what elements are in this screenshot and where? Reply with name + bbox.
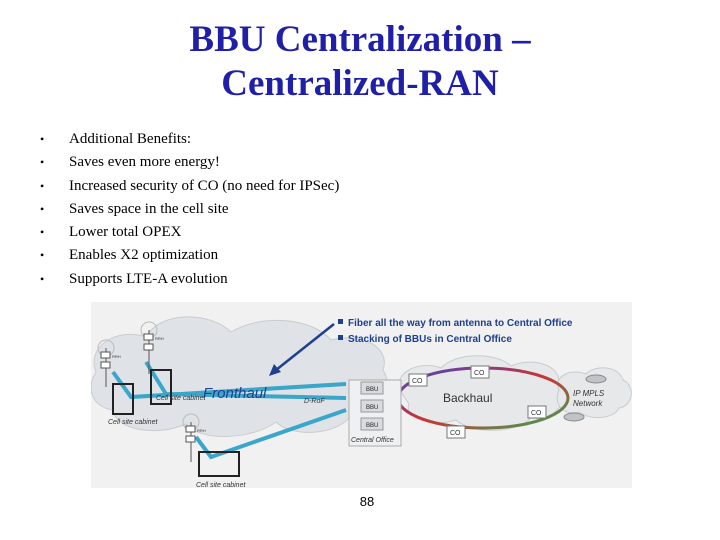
co-label: CO bbox=[412, 378, 423, 385]
central-office-label: Central Office bbox=[351, 437, 394, 444]
cell-site-cabinet-box bbox=[150, 369, 172, 405]
backhaul-label: Backhaul bbox=[443, 391, 492, 405]
bullet-dot-icon: • bbox=[40, 201, 45, 216]
fiber-lines bbox=[111, 360, 347, 460]
bullet-dot-icon: • bbox=[40, 248, 45, 263]
callout-text-1: Fiber all the way from antenna to Centra… bbox=[348, 318, 573, 329]
cell-site-cabinet-box bbox=[112, 383, 134, 415]
bbu-label: BBU bbox=[366, 405, 378, 411]
ip-mpls-cloud bbox=[556, 367, 632, 418]
page-number: 88 bbox=[359, 494, 375, 509]
co-boxes bbox=[408, 365, 547, 439]
cell-site-cabinet-label: Cell site cabinet bbox=[196, 482, 246, 488]
drof-label: D-RoF bbox=[304, 398, 325, 405]
co-label: CO bbox=[450, 430, 461, 437]
router-icon bbox=[563, 374, 607, 422]
bullet-item: •Saves even more energy! bbox=[40, 151, 339, 174]
bullet-item: •Saves space in the cell site bbox=[40, 198, 339, 221]
cell-site-cabinet-label: Cell site cabinet bbox=[156, 395, 206, 402]
title-line-2: Centralized-RAN bbox=[221, 63, 499, 104]
bullet-dot-icon: • bbox=[40, 225, 45, 240]
bbu-label: BBU bbox=[366, 387, 378, 393]
bullet-item: •Additional Benefits: bbox=[40, 128, 339, 151]
antenna-tower-3-icon bbox=[182, 413, 200, 462]
bullet-item: •Lower total OPEX bbox=[40, 221, 339, 244]
bbu-stack bbox=[360, 381, 384, 431]
rrh-label: RRH bbox=[155, 336, 164, 341]
title-line-1: BBU Centralization – bbox=[189, 19, 531, 60]
ip-mpls-label: IP MPLS bbox=[573, 389, 605, 398]
rrh-label: RRH bbox=[112, 354, 121, 359]
co-label: CO bbox=[531, 410, 542, 417]
cell-site-cabinet-box bbox=[198, 451, 240, 477]
bullet-list: •Additional Benefits: •Saves even more e… bbox=[40, 128, 339, 291]
cran-diagram: Fiber all the way from antenna to Centra… bbox=[91, 302, 632, 488]
network-label: Network bbox=[573, 399, 603, 408]
bullet-dot-icon: • bbox=[40, 132, 45, 146]
cell-site-cabinet-label: Cell site cabinet bbox=[108, 419, 158, 426]
bullet-item: •Supports LTE-A evolution bbox=[40, 268, 339, 291]
callout-text-2: Stacking of BBUs in Central Office bbox=[348, 334, 512, 345]
antenna-tower-1-icon bbox=[140, 321, 158, 374]
co-label: CO bbox=[474, 370, 485, 377]
rrh-label: RRH bbox=[197, 428, 206, 433]
callout-arrow bbox=[270, 323, 335, 375]
bullet-item: •Enables X2 optimization bbox=[40, 244, 339, 267]
fronthaul-label: Fronthaul bbox=[203, 385, 267, 402]
slide-title: BBU Centralization – Centralized-RAN bbox=[0, 18, 720, 106]
bullet-dot-icon: • bbox=[40, 271, 45, 286]
bullet-dot-icon: • bbox=[40, 155, 45, 170]
antenna-tower-2-icon bbox=[97, 339, 115, 387]
bullet-item: •Increased security of CO (no need for I… bbox=[40, 175, 339, 198]
bullet-dot-icon: • bbox=[40, 178, 45, 193]
bbu-label: BBU bbox=[366, 423, 378, 429]
